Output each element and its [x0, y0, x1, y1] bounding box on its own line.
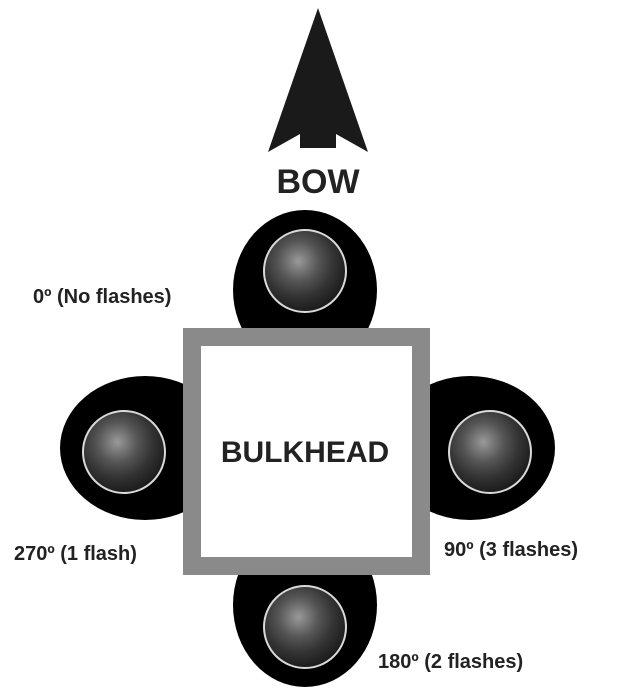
label-bottom-position: 180º (2 flashes) [378, 651, 523, 673]
bulkhead-panel [201, 346, 412, 557]
label-top-position: 0º (No flashes) [33, 286, 171, 308]
up-arrow-icon [268, 8, 368, 152]
light-dome-icon [263, 585, 347, 669]
light-dome-icon [263, 229, 347, 313]
light-dome-icon [448, 410, 532, 494]
label-right-position: 90º (3 flashes) [444, 539, 578, 561]
label-left-position: 270º (1 flash) [14, 543, 137, 565]
bow-label: BOW [276, 163, 360, 201]
bulkhead-label: BULKHEAD [221, 436, 389, 469]
light-dome-icon [82, 410, 166, 494]
